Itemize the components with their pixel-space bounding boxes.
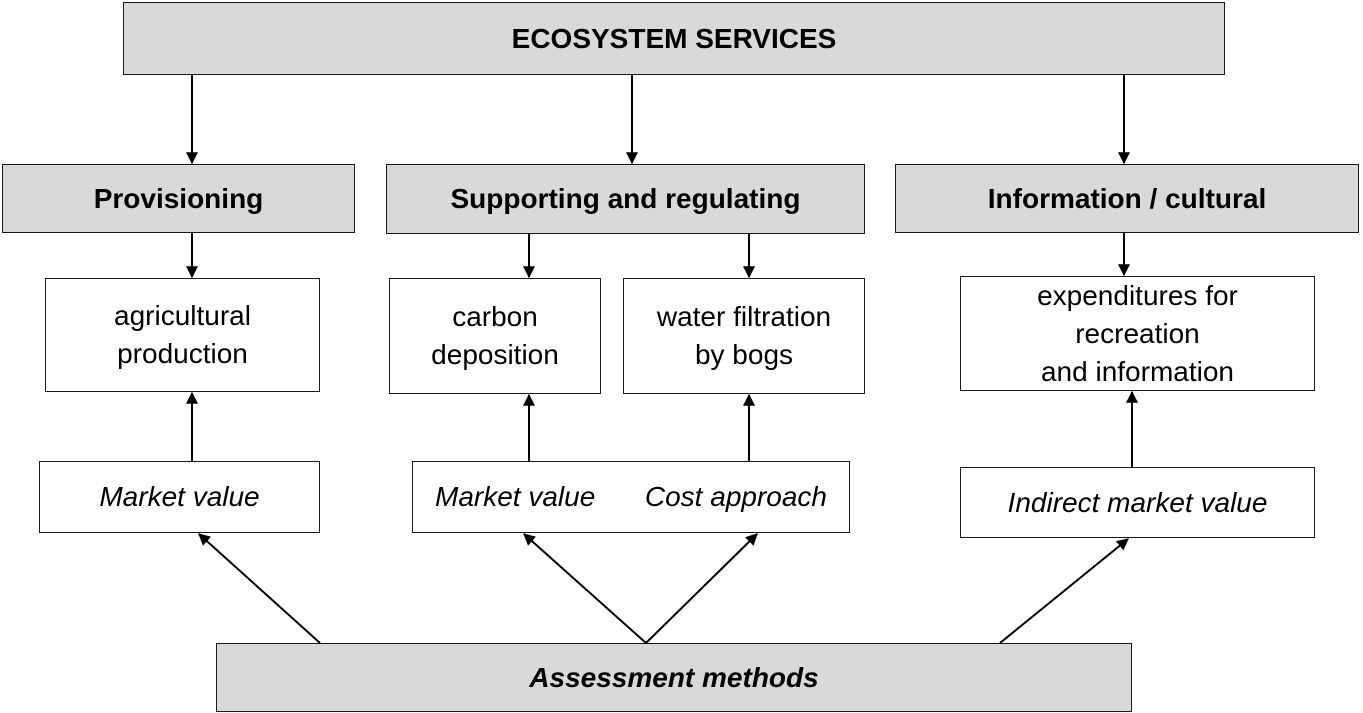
indirect-market-value-box: Indirect market value <box>960 467 1315 538</box>
recreation-expenditures-box: expenditures for recreation and informat… <box>960 276 1315 391</box>
water-filtration-box: water filtration by bogs <box>623 278 865 394</box>
provisioning-label: Provisioning <box>93 182 264 214</box>
information-cultural-box: Information / cultural <box>895 164 1359 233</box>
water-filtration-label: water filtration by bogs <box>656 301 832 370</box>
supporting-regulating-label: Supporting and regulating <box>450 183 801 214</box>
assessment-methods-box: Assessment methods <box>216 643 1132 712</box>
assessment-methods-label: Assessment methods <box>529 661 819 693</box>
market-value-label: Market value <box>99 481 260 512</box>
ecosystem-services-box: ECOSYSTEM SERVICES <box>123 2 1225 75</box>
carbon-deposition-box: carbon deposition <box>389 278 601 394</box>
arrow-assessment-to-market-value-2 <box>523 533 647 644</box>
arrow-assessment-to-market-value <box>198 533 321 644</box>
arrow-assessment-to-indirect <box>999 538 1129 644</box>
recreation-expenditures-label: expenditures for recreation and informat… <box>1037 279 1238 387</box>
indirect-market-value-label: Indirect market value <box>1007 486 1268 518</box>
carbon-deposition-label: carbon deposition <box>431 301 559 370</box>
provisioning-box: Provisioning <box>2 164 355 233</box>
market-value-label-2: Market value <box>435 481 596 512</box>
cost-approach-label: Cost approach <box>644 481 827 512</box>
market-value-box: Market value <box>39 461 320 533</box>
information-cultural-label: Information / cultural <box>987 182 1267 214</box>
market-cost-box: Market value Cost approach <box>412 461 850 533</box>
arrow-assessment-to-cost-approach <box>645 533 758 644</box>
agricultural-production-label: agricultural production <box>114 300 251 369</box>
agricultural-production-box: agricultural production <box>45 278 320 392</box>
ecosystem-services-title: ECOSYSTEM SERVICES <box>511 22 837 54</box>
supporting-regulating-box: Supporting and regulating <box>386 164 865 234</box>
